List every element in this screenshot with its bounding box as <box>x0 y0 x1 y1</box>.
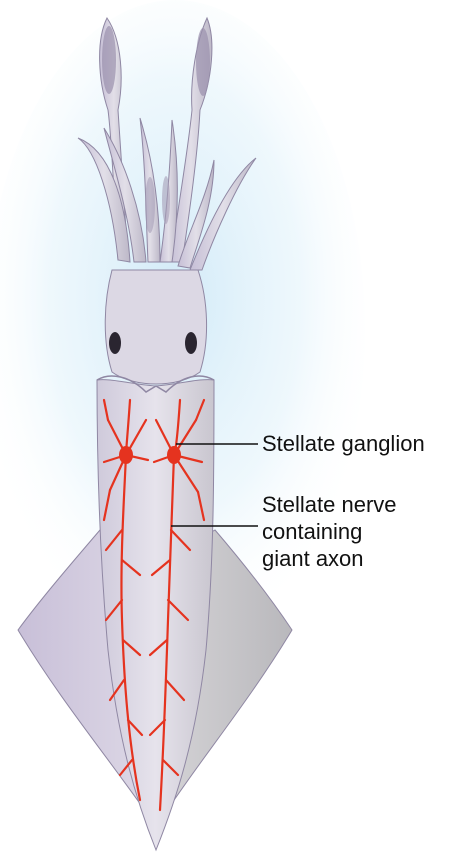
stellate-nerve-label: Stellate nerve containing giant axon <box>262 491 397 572</box>
right-stellate-ganglion <box>167 446 181 464</box>
mantle <box>97 380 214 850</box>
stellate-ganglion-label: Stellate ganglion <box>262 430 425 457</box>
left-eye-icon <box>109 332 121 354</box>
stellate-nerve-label-line-1: Stellate nerve <box>262 491 397 518</box>
left-stellate-ganglion <box>119 446 133 464</box>
stellate-nerve-label-line-3: giant axon <box>262 545 397 572</box>
head <box>105 270 206 384</box>
right-eye-icon <box>185 332 197 354</box>
stellate-nerve-label-line-2: containing <box>262 518 397 545</box>
